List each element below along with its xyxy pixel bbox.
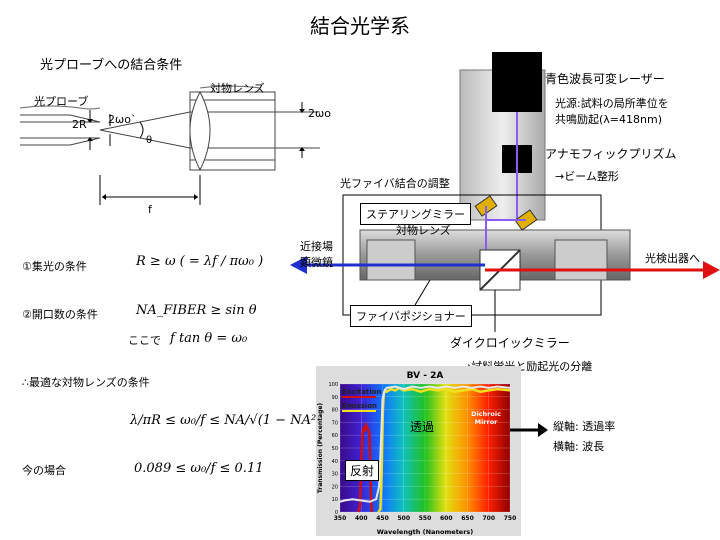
laser-label: 青色波長可変レーザー: [545, 72, 665, 86]
near-field-label: 近接場 顕微鏡: [300, 240, 333, 269]
page-title: 結合光学系: [310, 14, 410, 38]
x-tick-label: 650: [461, 515, 474, 522]
optimal-formula: λ/πR ≤ ω₀/f ≤ NA/√(1 − NA²): [130, 413, 322, 428]
optimal-label: ∴最適な対物レンズの条件: [22, 376, 150, 389]
cond1-formula: R ≥ ω ( = λf / πω₀ ): [136, 254, 264, 269]
probe-label: 光プローブ: [34, 95, 89, 108]
probe-fiber: [20, 114, 101, 146]
w0-label: 2ωo: [308, 107, 331, 120]
y-tick-label: 50: [332, 446, 338, 452]
notes-arrow: [510, 423, 548, 437]
left-mount: [366, 239, 416, 281]
spectrum-chart: 0 10 20 30 40 50 60 70 80 90 100 350 400 450 500 550 600…: [316, 366, 521, 536]
fiber-adjust-label: 光ファイバ結合の調整: [340, 177, 450, 190]
x-tick-label: 400: [355, 515, 368, 522]
cond1-label: ①集光の条件: [22, 260, 87, 273]
arrowheads: [87, 109, 305, 200]
objective-lens-shape: [189, 90, 276, 172]
source-label: 光源:試料の局所準位を 共鳴励起(λ=418nm): [555, 97, 669, 126]
apparatus-diagram: [290, 52, 720, 332]
vertical-axis-note: 縦軸: 透過率: [553, 420, 616, 433]
series-dichroic-mirror: [339, 385, 511, 503]
coupling-heading: 光プローブへの結合条件: [40, 58, 183, 73]
y-tick-label: 20: [332, 484, 338, 490]
x-tick-label: 350: [334, 515, 347, 522]
cond2-label: ②開口数の条件: [22, 308, 98, 321]
steering-label: ステアリングミラー: [360, 203, 471, 225]
cond2-formula: NA_FIBER ≥ sin θ: [136, 303, 257, 318]
horizontal-axis-note: 横軸: 波長: [553, 440, 605, 453]
y-tick-label: 100: [328, 382, 338, 388]
emission-legend: Emission: [342, 402, 377, 410]
laser-head: [492, 52, 542, 112]
y-tick-label: 90: [332, 395, 338, 401]
theta-arc: [139, 121, 144, 139]
y-tick-label: 80: [332, 408, 338, 414]
ticks: 0 10 20 30 40 50 60 70 80 90 100 350 400 450 500 550 600…: [328, 382, 516, 522]
prism-label: アナモフィックプリズム: [545, 147, 677, 161]
excitation-legend: Excitation: [342, 388, 381, 396]
blue-arrowhead: [290, 256, 307, 274]
coupling-diagram: [20, 85, 320, 205]
red-arrowhead: [703, 261, 720, 279]
probe-label-line: [20, 105, 101, 110]
detector-label: 光検出器へ: [645, 252, 700, 265]
right-mount: [554, 239, 608, 281]
dichroic-label: ダイクロイックミラー: [450, 336, 570, 350]
transmission-label: 透過: [410, 420, 435, 434]
y-tick-label: 10: [332, 497, 338, 503]
beam-label: →ビーム整形: [555, 170, 619, 183]
lens-label-line: [199, 85, 261, 89]
x-tick-label: 550: [419, 515, 432, 522]
positioner-label: ファイバポジショナー: [350, 305, 472, 327]
x-tick-label: 750: [504, 515, 517, 522]
w0p-label: 2ωo`: [108, 113, 137, 126]
positioner-pointer: [414, 279, 431, 306]
x-tick-label: 500: [397, 515, 410, 522]
dichroic-legend-2: Mirror: [475, 418, 499, 426]
plot-area: [340, 384, 510, 512]
reflection-label: 反射: [345, 460, 380, 481]
x-tick-label: 600: [440, 515, 453, 522]
y-tick-label: 40: [332, 459, 338, 465]
y-axis-label: Transmission (Percentage): [317, 403, 324, 494]
x-tick-label: 450: [376, 515, 389, 522]
f-label: f: [148, 203, 152, 216]
lens-label: 対物レンズ: [210, 82, 265, 95]
objective-label: 対物レンズ: [396, 224, 451, 237]
x-tick-label: 700: [482, 515, 495, 522]
dichroic-legend-1: Dichroic: [471, 410, 501, 418]
koko-label: ここで: [128, 334, 161, 347]
now-formula: 0.089 ≤ ω₀/f ≤ 0.11: [134, 461, 264, 476]
x-axis-label: Wavelength (Nanometers): [377, 528, 474, 536]
y-tick-label: 0: [335, 510, 338, 516]
y-tick-label: 60: [332, 433, 338, 439]
chart-title: BV - 2A: [407, 371, 444, 381]
y-tick-label: 30: [332, 472, 338, 478]
cond2-sub-formula: f tan θ = ω₀: [170, 331, 248, 346]
now-label: 今の場合: [22, 464, 66, 477]
theta-label: θ: [146, 135, 153, 146]
y-tick-label: 70: [332, 420, 338, 426]
r-label: 2R: [72, 118, 87, 131]
